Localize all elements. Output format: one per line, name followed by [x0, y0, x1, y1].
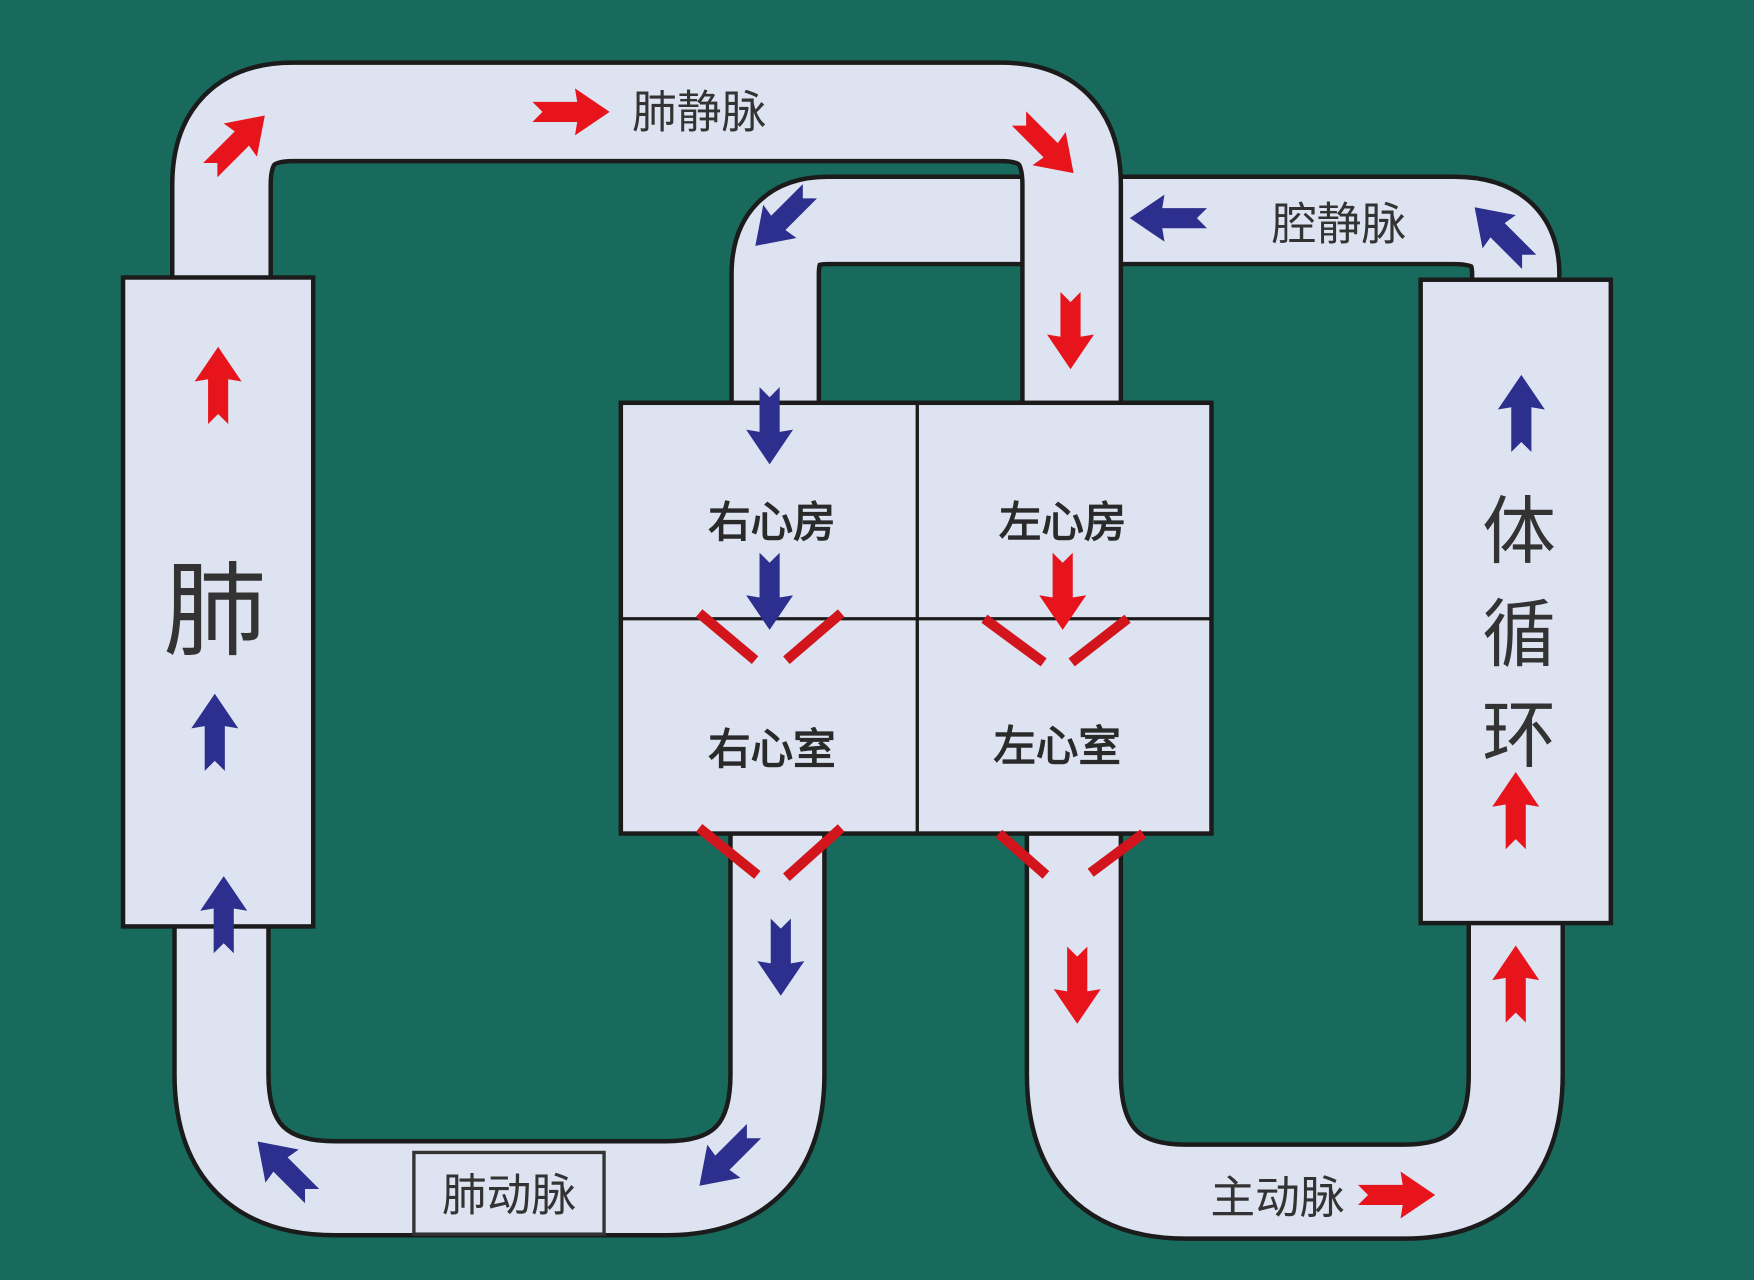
left-ventricle-label: 左心室: [993, 722, 1121, 772]
right-atrium-label: 右心房: [708, 498, 836, 548]
tricuspid-valve-left-flap: [695, 609, 759, 664]
aorta-label: 主动脉: [1210, 1171, 1344, 1224]
systemic-label-char-2: 循: [1482, 592, 1556, 678]
aortic-valve-left-flap: [995, 829, 1050, 879]
pulmonary-vein-label: 肺静脉: [632, 86, 766, 139]
valves: [695, 609, 1147, 881]
right-ventricle-label: 右心室: [708, 725, 836, 775]
pulmonary-valve-right-flap: [783, 824, 845, 881]
aorta-vessel: [1024, 820, 1565, 1241]
pulmonary-artery-label-box: [412, 1150, 606, 1236]
aortic-valve-right-flap: [1087, 829, 1147, 877]
lung-label: 肺: [163, 552, 266, 672]
mitral-valve-right-flap: [1068, 614, 1131, 667]
systemic-label-char-3: 环: [1482, 693, 1556, 779]
tricuspid-valve-right-flap: [783, 609, 845, 664]
vena-cava-label: 腔静脉: [1272, 197, 1406, 250]
pulmonary-artery-label: 肺动脉: [442, 1169, 576, 1222]
mitral-valve-left-flap: [981, 614, 1047, 667]
systemic-label-char-1: 体: [1482, 489, 1556, 575]
pulmonary-valve-left-flap: [695, 824, 761, 879]
heart: [618, 400, 1214, 836]
left-atrium-label: 左心房: [999, 498, 1127, 548]
